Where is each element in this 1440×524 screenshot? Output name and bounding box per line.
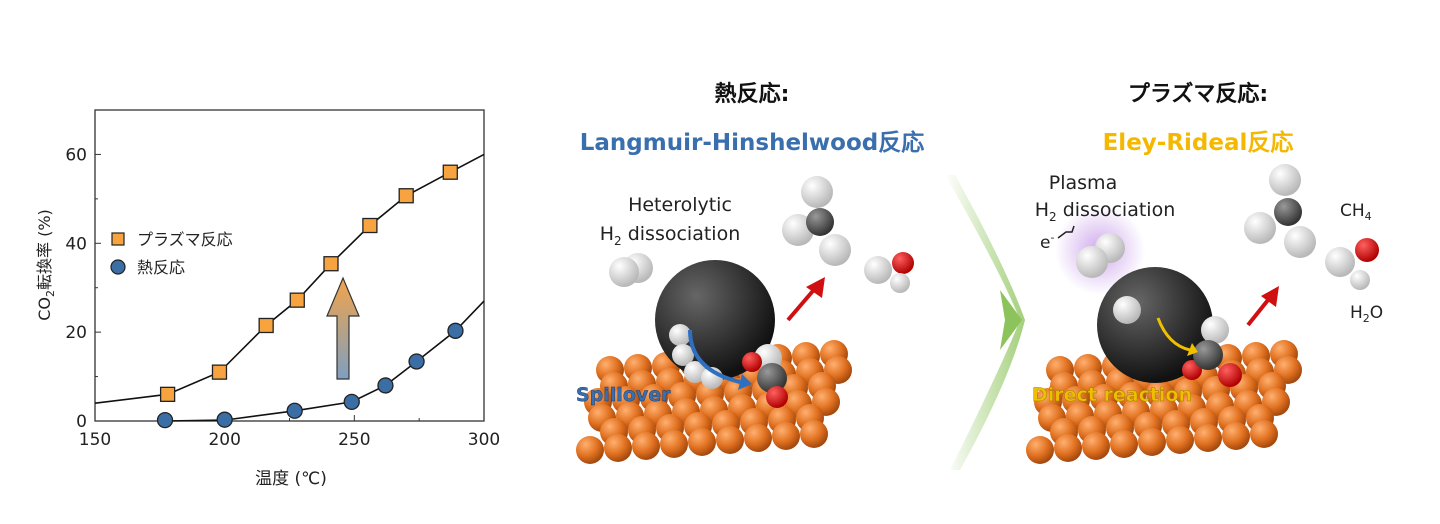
ch4-molecule — [782, 176, 851, 266]
h2-molecule-plasma — [1076, 233, 1125, 278]
y-tick-label: 20 — [65, 323, 87, 343]
data-point-thermal — [447, 322, 464, 339]
data-point-thermal — [408, 353, 425, 370]
x-axis-label: 温度 (℃) — [255, 469, 327, 489]
thermal-scene: Heterolytic H2 dissociation Spillover — [576, 176, 914, 408]
data-point-thermal — [377, 377, 394, 394]
spillover-hydrogens — [669, 324, 723, 389]
data-point-plasma — [323, 256, 339, 272]
data-point-plasma — [211, 364, 228, 380]
data-point-thermal — [286, 402, 303, 419]
plasma-title: プラズマ反応: — [1128, 81, 1268, 107]
electron-label: e- — [1040, 231, 1054, 253]
er-mechanism-title: Eley-Rideal反応 — [1103, 129, 1294, 156]
catalyst-particle-plasma — [1097, 267, 1213, 383]
electron-arrow — [1057, 225, 1075, 239]
copper-surface-plasma — [1026, 340, 1302, 464]
y-axis-label: CO2転換率 (%) — [35, 209, 57, 321]
legend-label-plasma: プラズマ反応 — [137, 230, 233, 249]
spillover-label: Spillover — [576, 384, 671, 406]
data-point-plasma — [258, 317, 274, 334]
data-point-plasma — [398, 188, 414, 204]
plasma-label-line1: Plasma — [1049, 172, 1117, 194]
formate-intermediate — [742, 344, 788, 408]
transition-arrowhead — [1000, 290, 1022, 350]
thermal-title: 熱反応: — [715, 81, 790, 107]
thermal-label-line1: Heterolytic — [628, 194, 732, 216]
plasma-scene: Plasma H2 dissociation e- CH4 H2O Direct… — [1032, 164, 1383, 406]
h2o-molecule — [864, 252, 914, 293]
spillover-arrow — [688, 329, 741, 384]
data-point-plasma — [289, 292, 305, 308]
fit-line-plasma — [94, 153, 485, 405]
ch4-label: CH4 — [1340, 201, 1372, 223]
h2o-label: H2O — [1350, 303, 1383, 325]
legend-label-thermal: 熱反応 — [137, 258, 185, 277]
x-tick-label: 250 — [338, 430, 370, 450]
h2o-molecule-plasma — [1325, 238, 1379, 290]
mechanism-diagram: 熱反応: Langmuir-Hinshelwood反応 プラズマ反応: Eley… — [576, 81, 1383, 470]
formate-intermediate-plasma — [1182, 316, 1242, 387]
legend-marker-thermal — [110, 259, 126, 275]
data-point-thermal — [216, 411, 233, 428]
legend-marker-plasma — [111, 232, 125, 246]
x-tick-label: 300 — [468, 430, 500, 450]
data-point-thermal — [343, 393, 360, 411]
direct-reaction-arrow — [1156, 317, 1191, 352]
x-tick-label: 150 — [79, 430, 111, 450]
h2-molecule — [609, 253, 653, 287]
improvement-arrow — [326, 276, 360, 380]
conversion-chart: 150 200 250 300 0 20 40 60 プラズマ反応 熱反応 温度 (℃) CO… — [35, 109, 500, 489]
thermal-label-line2: H2 dissociation — [600, 223, 741, 248]
legend: プラズマ反応 熱反応 — [110, 230, 233, 277]
y-tick-label: 40 — [65, 234, 87, 254]
transition-arrow — [945, 175, 1025, 470]
lh-mechanism-title: Langmuir-Hinshelwood反応 — [580, 129, 925, 156]
y-tick-label: 0 — [76, 412, 87, 432]
data-point-plasma — [442, 164, 458, 180]
y-tick-label: 60 — [65, 145, 87, 165]
direct-reaction-label: Direct reaction — [1032, 384, 1192, 406]
ch4-molecule-plasma — [1244, 164, 1316, 258]
x-tick-label: 200 — [208, 430, 240, 450]
data-point-plasma — [159, 386, 176, 402]
data-point-thermal — [156, 411, 174, 429]
plasma-label-line2: H2 dissociation — [1035, 199, 1176, 224]
data-point-plasma — [362, 217, 378, 234]
fit-line-thermal — [165, 300, 485, 422]
